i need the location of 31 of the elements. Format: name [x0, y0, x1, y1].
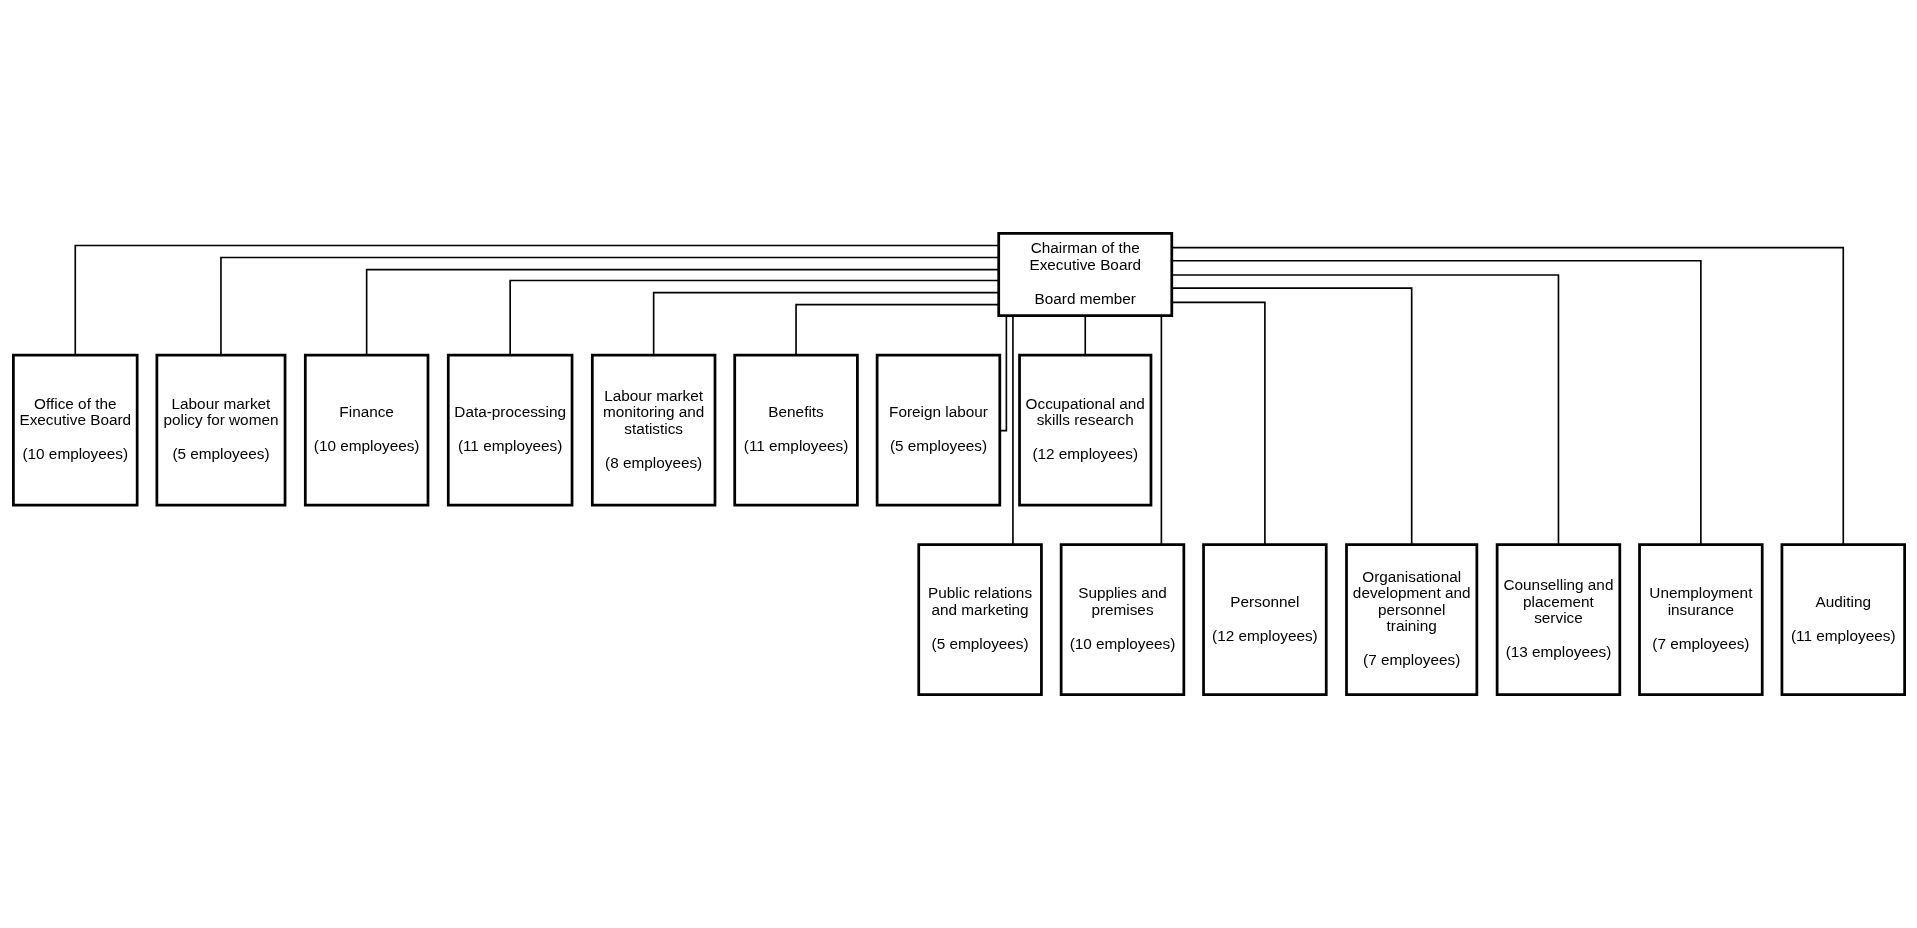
connector	[508, 279, 999, 356]
node-box: Labour market policy for women (5 employees)	[155, 353, 286, 507]
node-box: Benefits (11 employees)	[732, 353, 859, 507]
connector	[1170, 246, 1844, 546]
connector	[1170, 260, 1702, 546]
node-box: Foreign labour (5 employees)	[875, 353, 1001, 507]
node-box: Occupational and skills research (12 employees)	[1017, 353, 1152, 507]
connector	[73, 244, 1000, 356]
node-box: Finance (10 employees)	[303, 353, 429, 507]
connector	[1170, 301, 1266, 546]
connector	[998, 315, 1007, 432]
connector	[1160, 314, 1162, 546]
connector	[1170, 274, 1559, 546]
connector	[1170, 287, 1412, 546]
connector	[652, 291, 999, 356]
node-box: Unemployment insurance (7 employees)	[1637, 543, 1764, 696]
connector	[794, 303, 999, 356]
node-box: Organisational development and personnel training (7 employees)	[1344, 543, 1478, 696]
node-box: Personnel (12 employees)	[1201, 543, 1328, 696]
connector	[219, 256, 999, 356]
node-box: Chairman of the Executive Board Board member	[996, 232, 1173, 317]
node-box: Office of the Executive Board (10 employees)	[11, 353, 139, 507]
node-box: Public relations and marketing (5 employees)	[916, 543, 1043, 696]
node-box: Labour market monitoring and statistics (8 employees)	[590, 353, 716, 507]
node-box: Auditing (11 employees)	[1780, 543, 1906, 696]
node-box: Counselling and placement service (13 employees)	[1495, 543, 1621, 696]
node-box: Data-processing (11 employees)	[446, 353, 573, 507]
connector	[365, 268, 999, 356]
node-box: Supplies and premises (10 employees)	[1059, 543, 1185, 696]
connector	[1083, 314, 1086, 356]
connector	[1011, 314, 1014, 546]
